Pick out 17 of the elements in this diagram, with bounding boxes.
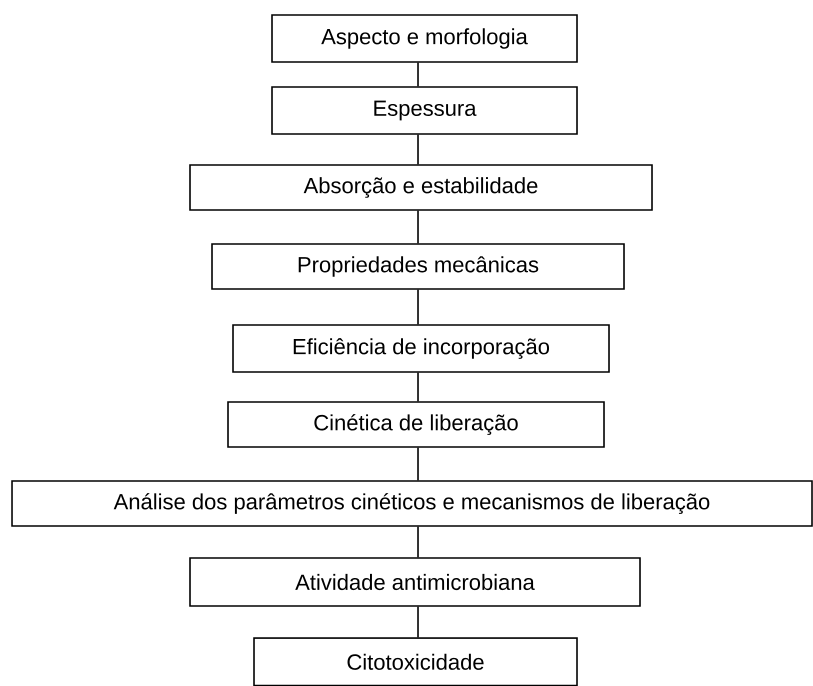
process-box: Espessura [271, 86, 578, 135]
connector-line [417, 62, 419, 86]
connector-line [417, 290, 419, 324]
process-box: Propriedades mecânicas [211, 243, 625, 290]
connector-line [417, 448, 419, 480]
connector-line [417, 606, 419, 638]
process-box: Atividade antimicrobiana [189, 557, 641, 607]
process-box: Aspecto e morfologia [271, 14, 578, 63]
connector-line [417, 526, 419, 558]
process-box: Citotoxicidade [253, 637, 578, 686]
process-box: Absorção e estabilidade [189, 164, 653, 211]
connector-line [417, 134, 419, 164]
connector-line [417, 210, 419, 244]
connector-line [417, 372, 419, 402]
process-box: Cinética de liberação [227, 401, 605, 448]
process-box: Análise dos parâmetros cinéticos e mecanismos de liberação [11, 480, 813, 527]
process-box: Eficiência de incorporação [232, 324, 610, 373]
